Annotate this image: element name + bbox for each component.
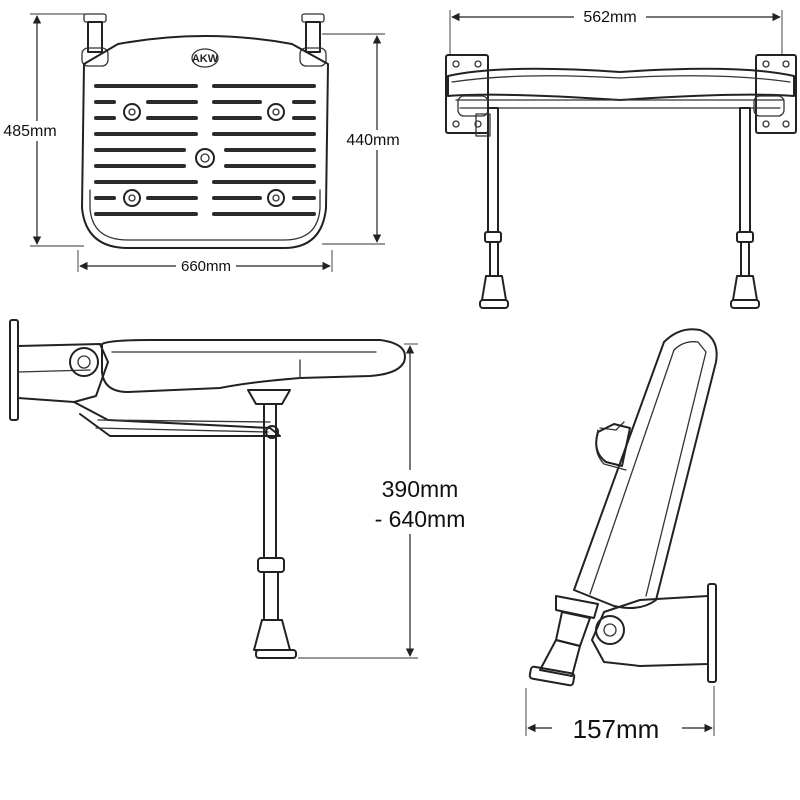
front-view-leg-left xyxy=(475,107,509,309)
dim-562-label: 562mm xyxy=(583,9,636,26)
dim-440-label: 440mm xyxy=(346,132,399,149)
dim-157-label: 157mm xyxy=(573,714,660,744)
top-view-hinge-right xyxy=(299,13,327,67)
folded-view-seat xyxy=(573,328,718,609)
dim-485-label: 485mm xyxy=(3,123,56,140)
side-view-wall-plate xyxy=(9,319,19,421)
side-view-seat xyxy=(101,339,406,393)
top-view-hinge-left xyxy=(81,13,109,67)
front-view-leg-right xyxy=(730,107,760,309)
dim-660-label: 660mm xyxy=(181,258,231,275)
dim-640-label: - 640mm xyxy=(375,506,466,532)
brand-logo: AKW xyxy=(191,48,219,68)
top-view: AKW 485mm 440mm 660mm xyxy=(3,13,402,276)
top-view-seat-outline xyxy=(81,35,329,249)
folded-view: 157mm xyxy=(525,328,718,744)
brand-logo-text: AKW xyxy=(192,53,219,65)
front-view: 562mm xyxy=(445,5,797,309)
front-view-seat xyxy=(447,67,795,101)
folded-view-wall-plate xyxy=(707,583,717,683)
top-view-slots xyxy=(94,84,316,216)
dim-390-label: 390mm xyxy=(382,476,459,502)
side-view: 390mm - 640mm xyxy=(9,319,468,659)
top-view-bolts xyxy=(123,103,285,207)
